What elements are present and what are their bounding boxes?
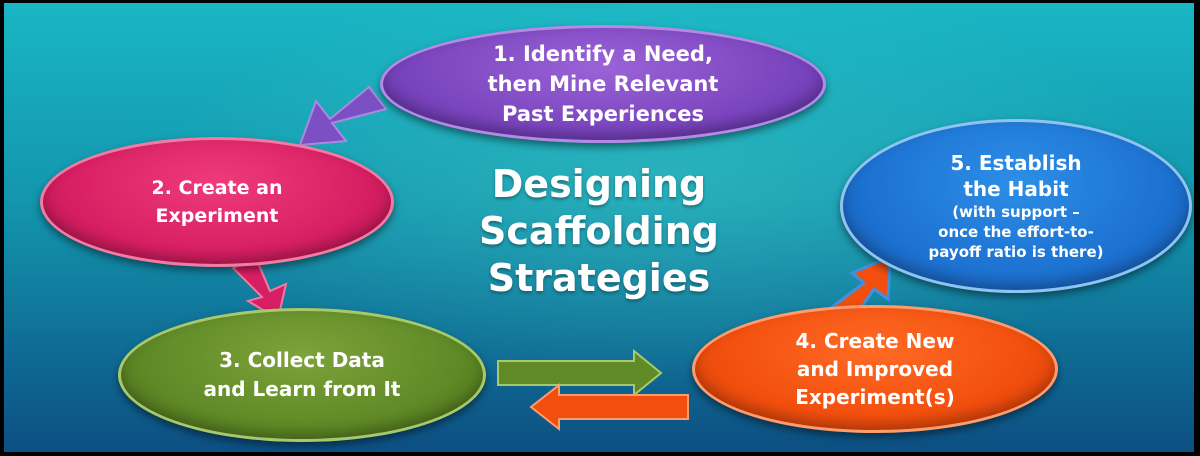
step-5-sub-line-2: once the effort-to-	[938, 223, 1094, 241]
step-2-oval: 2. Create an Experiment	[40, 137, 394, 267]
title-line-1: Designing	[491, 162, 707, 206]
step-3-line-1: 3. Collect Data	[219, 348, 385, 372]
arrow-step4-to-step3	[529, 382, 689, 432]
step-5-sub-line-3: payoff ratio is there)	[928, 243, 1104, 261]
diagram-slide: 1. Identify a Need, then Mine Relevant P…	[4, 3, 1194, 452]
arrow-step1-to-step2	[298, 85, 388, 147]
diagram-title: Designing Scaffolding Strategies	[444, 161, 754, 302]
step-3-oval: 3. Collect Data and Learn from It	[118, 308, 486, 442]
title-line-2: Scaffolding	[479, 209, 719, 253]
step-5-oval: 5. Establish the Habit (with support – o…	[840, 119, 1192, 293]
step-1-oval: 1. Identify a Need, then Mine Relevant P…	[380, 25, 826, 143]
arrow-step3-to-step4	[497, 348, 663, 398]
step-4-line-1: 4. Create New	[795, 329, 955, 353]
step-1-line-2: then Mine Relevant	[487, 72, 719, 96]
step-4-line-3: Experiment(s)	[795, 385, 955, 409]
step-1-line-1: 1. Identify a Need,	[493, 42, 713, 66]
step-4-oval: 4. Create New and Improved Experiment(s)	[692, 305, 1058, 433]
step-4-line-2: and Improved	[796, 357, 954, 381]
step-3-line-2: and Learn from It	[203, 377, 401, 401]
title-line-3: Strategies	[487, 256, 711, 300]
step-5-line-2: the Habit	[963, 177, 1069, 201]
step-5-sub-line-1: (with support –	[952, 203, 1080, 221]
step-1-line-3: Past Experiences	[502, 102, 704, 126]
step-5-line-1: 5. Establish	[950, 151, 1082, 175]
step-2-line-1: 2. Create an	[151, 177, 283, 199]
step-2-line-2: Experiment	[155, 205, 279, 227]
